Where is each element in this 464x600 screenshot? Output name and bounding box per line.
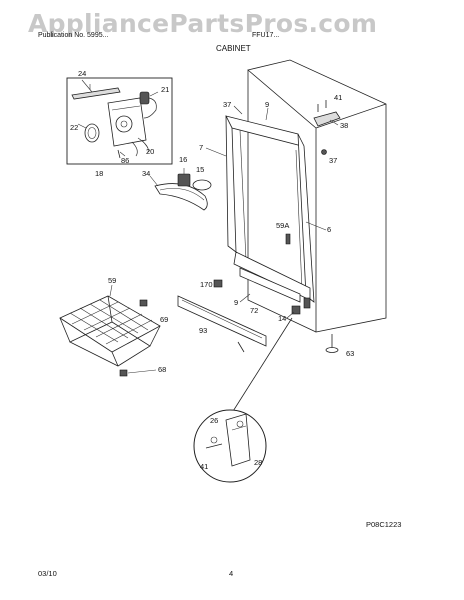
drawing-code: P08C1223 [366, 520, 401, 529]
callout-59: 59 [108, 276, 116, 285]
callout-7: 7 [199, 143, 203, 152]
callout-18: 18 [95, 169, 103, 178]
callout-72: 72 [250, 306, 258, 315]
cabinet [213, 59, 387, 333]
callout-9-bottom: 9 [234, 298, 238, 307]
door-handle [154, 183, 208, 211]
section-title: CABINET [216, 44, 251, 53]
callout-22: 22 [70, 123, 78, 132]
callout-59a: 59A [276, 221, 289, 230]
inset-box [66, 77, 173, 165]
callout-20: 20 [146, 147, 154, 156]
hinge-detail [193, 409, 267, 483]
light-socket [177, 168, 212, 191]
callout-16: 16 [179, 155, 187, 164]
kick-plate [177, 295, 267, 353]
callout-37-top: 37 [223, 100, 231, 109]
callout-34: 34 [142, 169, 150, 178]
model-text: FFU17... [252, 32, 279, 39]
callout-69: 69 [160, 315, 168, 324]
callout-41-bottom: 41 [200, 462, 208, 471]
callout-86: 86 [121, 156, 129, 165]
callout-15: 15 [196, 165, 204, 174]
publication-text: Publication No. 5995... [38, 32, 108, 39]
callout-93: 93 [199, 326, 207, 335]
watermark: AppliancePartsPros.com [28, 9, 377, 38]
callout-68: 68 [158, 365, 166, 374]
callout-14: 14 [278, 314, 286, 323]
callout-28: 28 [254, 458, 262, 467]
page-number: 4 [229, 569, 233, 578]
callout-37-right: 37 [329, 156, 337, 165]
callout-38: 38 [340, 121, 348, 130]
callout-63: 63 [346, 349, 354, 358]
callout-24: 24 [78, 69, 86, 78]
callout-170: 170 [200, 280, 213, 289]
callout-26: 26 [210, 416, 218, 425]
basket-clip-69 [139, 299, 148, 307]
callout-41-top: 41 [334, 93, 342, 102]
basket-clip-68 [119, 369, 128, 377]
footer-date: 03/10 [38, 569, 57, 578]
callout-21: 21 [161, 85, 169, 94]
leveling-leg [325, 334, 339, 353]
callout-9-top: 9 [265, 100, 269, 109]
wire-basket [59, 295, 161, 367]
callout-6: 6 [327, 225, 331, 234]
